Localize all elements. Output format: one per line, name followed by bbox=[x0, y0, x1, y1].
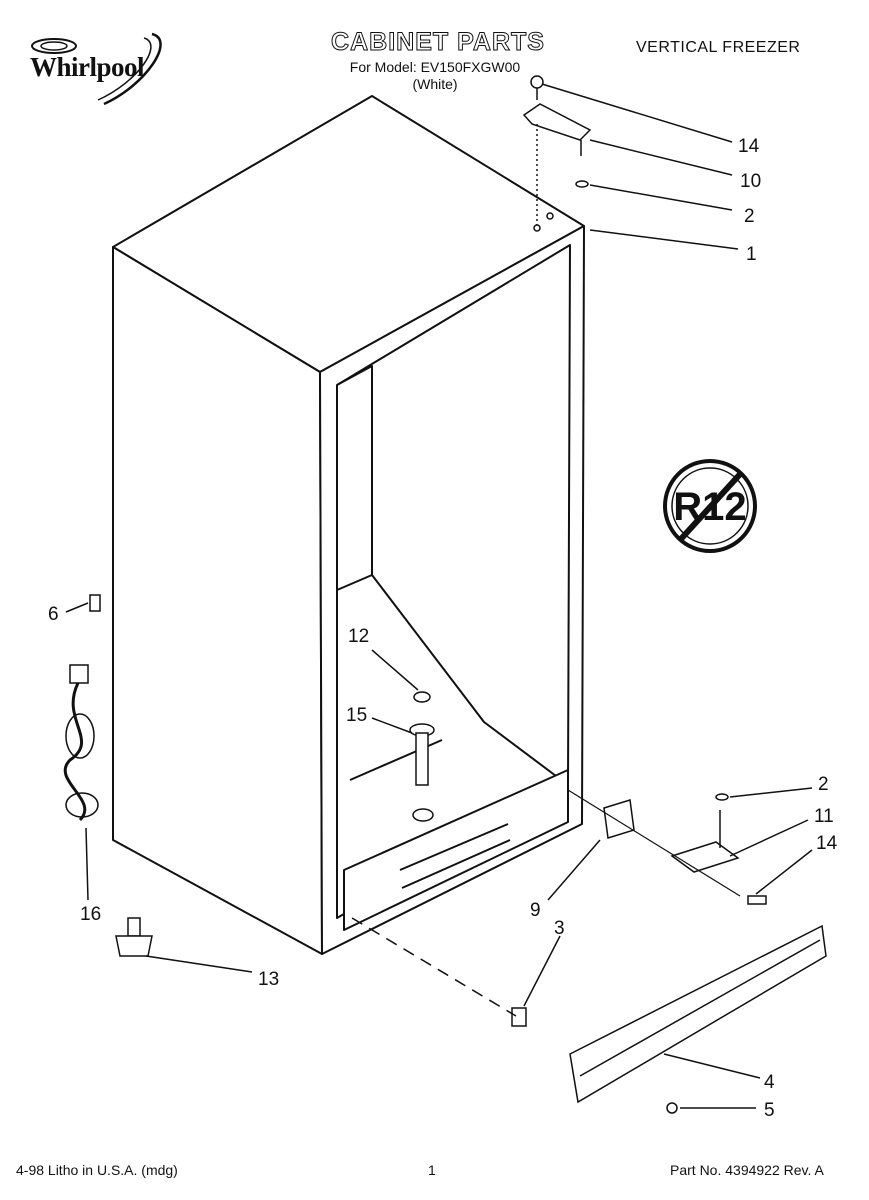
leveling-leg-base bbox=[115, 935, 153, 957]
footer-print-info: 4-98 Litho in U.S.A. (mdg) bbox=[16, 1162, 178, 1178]
vent-slot bbox=[401, 839, 511, 889]
page-title: CABINET PARTS bbox=[331, 28, 545, 57]
cabinet-drawing bbox=[112, 95, 585, 955]
brand-name: Whirlpool bbox=[30, 52, 145, 82]
hinge-screw-bottom bbox=[747, 895, 767, 905]
no-r12-badge: R12 bbox=[660, 456, 760, 556]
grille-screw bbox=[666, 1102, 678, 1114]
vent-slot bbox=[399, 823, 509, 871]
grille-clip bbox=[511, 1007, 527, 1027]
alignment-line bbox=[567, 789, 741, 897]
callout-13: 13 bbox=[258, 969, 279, 990]
callout-16: 16 bbox=[80, 904, 101, 925]
small-parts bbox=[63, 75, 827, 1114]
callout-14: 14 bbox=[738, 136, 760, 157]
callout-11: 11 bbox=[814, 806, 834, 827]
base-grille bbox=[569, 924, 827, 1104]
footer-page-number: 1 bbox=[428, 1162, 436, 1178]
callout-2: 2 bbox=[744, 206, 755, 227]
callout-9: 9 bbox=[530, 900, 541, 921]
callout-3: 3 bbox=[554, 918, 565, 939]
whirlpool-logo-icon bbox=[31, 32, 162, 106]
top-hinge bbox=[522, 103, 592, 141]
callout-10: 10 bbox=[740, 171, 761, 192]
callout-1: 1 bbox=[746, 244, 757, 265]
power-cord bbox=[63, 682, 87, 822]
model-info: For Model: EV150FXGW00 (White) bbox=[300, 59, 570, 93]
top-washer bbox=[575, 180, 589, 188]
cord-clip bbox=[89, 594, 101, 612]
hinge-screw bbox=[530, 75, 544, 89]
interior-floor-edge bbox=[371, 574, 569, 786]
callout-15: 15 bbox=[346, 705, 367, 726]
callout-4: 4 bbox=[764, 1072, 775, 1093]
drain-plug bbox=[413, 691, 431, 703]
model-number: For Model: EV150FXGW00 bbox=[349, 59, 521, 75]
cabinet-base bbox=[343, 769, 569, 931]
product-category: VERTICAL FREEZER bbox=[636, 39, 801, 56]
bottom-washer bbox=[715, 793, 729, 801]
hinge-bracket bbox=[603, 799, 635, 839]
no-r12-icon: R12 bbox=[663, 459, 757, 553]
callout-2-bottom: 2 bbox=[818, 774, 829, 795]
callout-14-bottom: 14 bbox=[816, 833, 838, 854]
leader-lines bbox=[65, 83, 813, 1109]
alignment-line bbox=[351, 917, 517, 1017]
model-color: (White) bbox=[412, 76, 458, 92]
interior-left-wall bbox=[336, 365, 373, 591]
drain-hole bbox=[412, 808, 434, 822]
callout-6: 6 bbox=[48, 604, 59, 625]
footer-part-number: Part No. 4394922 Rev. A bbox=[670, 1162, 824, 1178]
bottom-hinge bbox=[670, 841, 740, 873]
cord-plug bbox=[69, 664, 89, 684]
leveling-leg-stem bbox=[127, 917, 141, 937]
callout-12: 12 bbox=[348, 626, 369, 647]
callout-5: 5 bbox=[764, 1100, 775, 1121]
drain-tube bbox=[415, 732, 429, 786]
brand-logo bbox=[26, 30, 186, 110]
